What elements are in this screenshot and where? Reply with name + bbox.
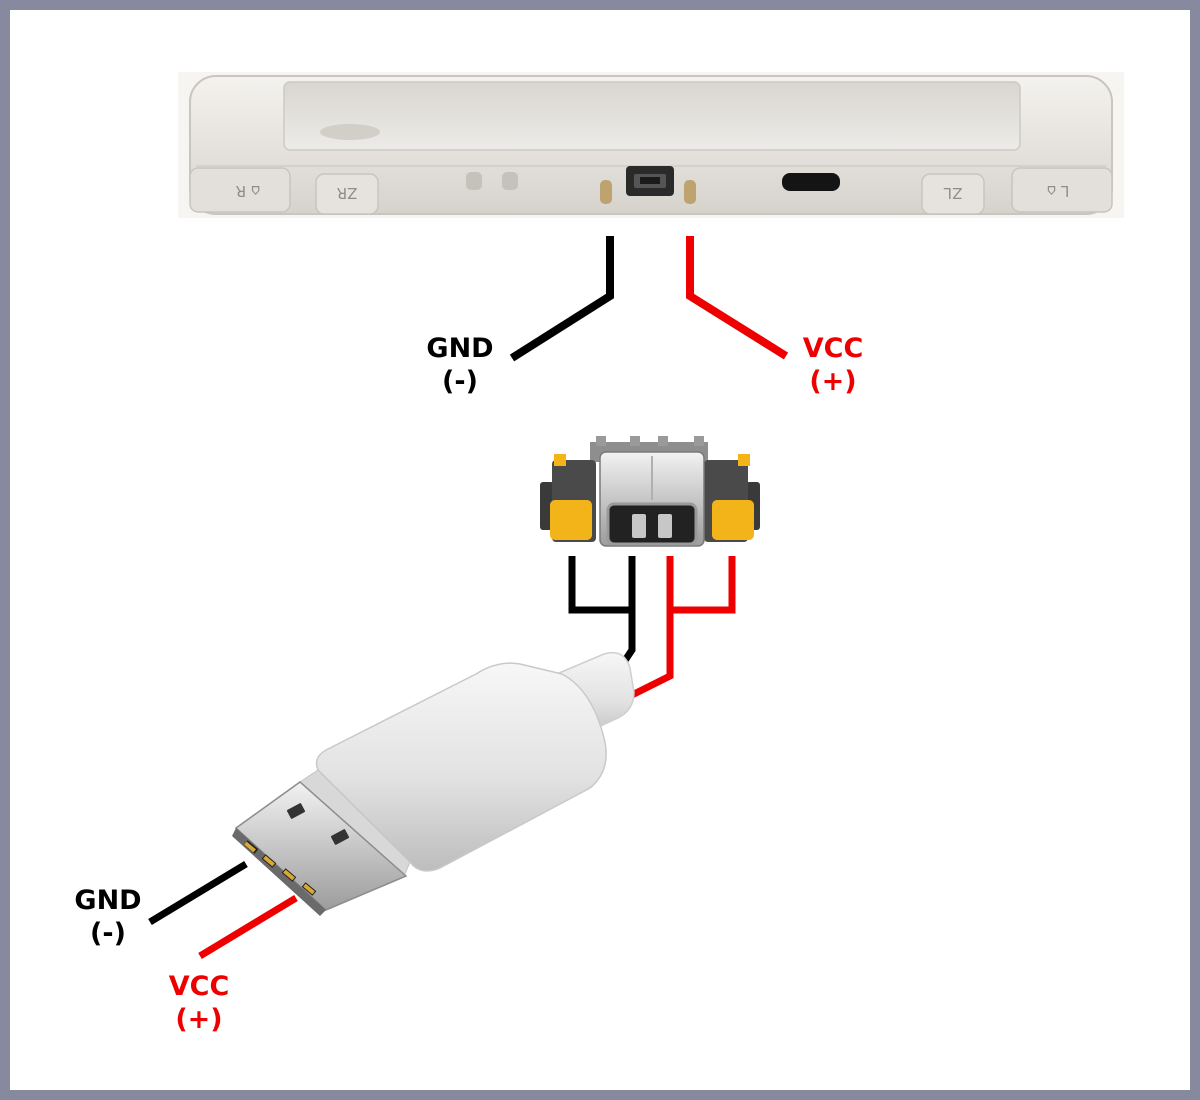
console-gnd-label: GND (-) xyxy=(418,332,502,398)
stylus-recess xyxy=(320,124,380,140)
vent-hole-left xyxy=(466,172,482,190)
connector-vcc-wire-right xyxy=(670,556,736,614)
usb-contact-pins xyxy=(243,840,317,896)
ir-window xyxy=(782,173,840,191)
usb-vcc-polarity: (+) xyxy=(175,1004,223,1035)
console-back-edge: ⌂ R ZR ZL L ⌂ xyxy=(178,72,1124,218)
usb-vcc-name: VCC xyxy=(168,971,230,1002)
console-gnd-polarity: (-) xyxy=(442,366,478,397)
zr-button: ZR xyxy=(315,173,379,215)
console-gnd-name: GND xyxy=(426,333,494,364)
charging-port-connector xyxy=(540,436,760,547)
console-vcc-name: VCC xyxy=(802,333,864,364)
console-gnd-wire xyxy=(509,236,614,362)
vent-hole-right xyxy=(502,172,518,190)
r-button: ⌂ R xyxy=(189,167,291,213)
charging-contact-right xyxy=(684,180,696,204)
right-mounting-pad xyxy=(712,500,754,540)
r-button-label: ⌂ R xyxy=(236,182,261,200)
dc-power-port xyxy=(626,166,674,196)
connector-gnd-wire-left xyxy=(568,556,630,614)
usb-a-connector xyxy=(232,781,408,916)
usb-gnd-label: GND (-) xyxy=(66,884,150,950)
l-button: L ⌂ xyxy=(1011,167,1113,213)
usb-plug-housing xyxy=(315,662,607,872)
usb-gnd-polarity: (-) xyxy=(90,918,126,949)
usb-vcc-label: VCC (+) xyxy=(156,970,242,1036)
console-top-groove xyxy=(283,81,1021,151)
zr-button-label: ZR xyxy=(337,184,358,202)
console-vcc-wire xyxy=(686,236,789,360)
charging-contact-left xyxy=(600,180,612,204)
l-button-label: L ⌂ xyxy=(1047,182,1070,200)
usb-gnd-name: GND xyxy=(74,885,142,916)
console-vcc-polarity: (+) xyxy=(809,366,857,397)
connector-socket xyxy=(606,502,698,546)
usb-gnd-wire xyxy=(148,861,248,925)
usb-vcc-wire xyxy=(198,895,298,959)
usb-cable xyxy=(232,651,635,916)
connector-vcc-wire-left xyxy=(628,556,674,700)
console-vcc-label: VCC (+) xyxy=(790,332,876,398)
zl-button-label: ZL xyxy=(943,184,962,202)
zl-button: ZL xyxy=(921,173,985,215)
left-mounting-pad xyxy=(550,500,592,540)
